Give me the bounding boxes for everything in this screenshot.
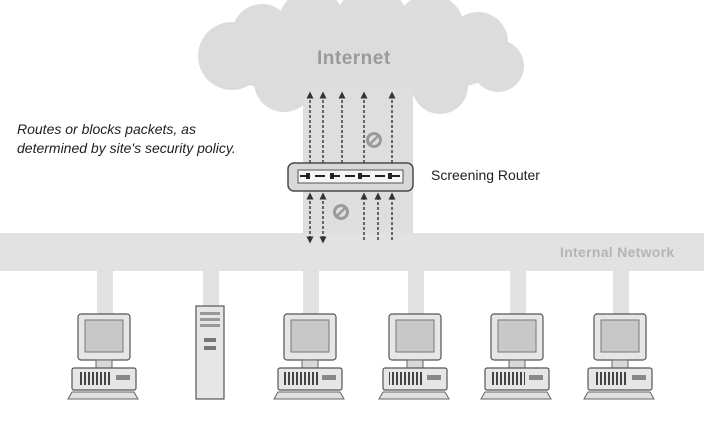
network-label: Internal Network [560,244,675,260]
inbound-arrows [306,192,396,244]
policy-note: Routes or blocks packets, as determined … [17,121,236,156]
internet-cloud [198,0,524,118]
screening-router [287,162,414,192]
workstation [273,313,345,400]
workstation [480,313,552,400]
workstation [67,313,139,400]
cloud-label: Internet [317,48,391,69]
workstation [583,313,655,400]
server-tower [195,305,225,400]
router-label: Screening Router [431,167,540,183]
internal-network-bus [0,233,704,271]
hosts [67,305,655,400]
outbound-arrows [306,91,396,168]
blocked-icon [333,204,349,220]
workstation [378,313,450,400]
blocked-icon [366,132,382,148]
drop-cables [97,270,629,330]
